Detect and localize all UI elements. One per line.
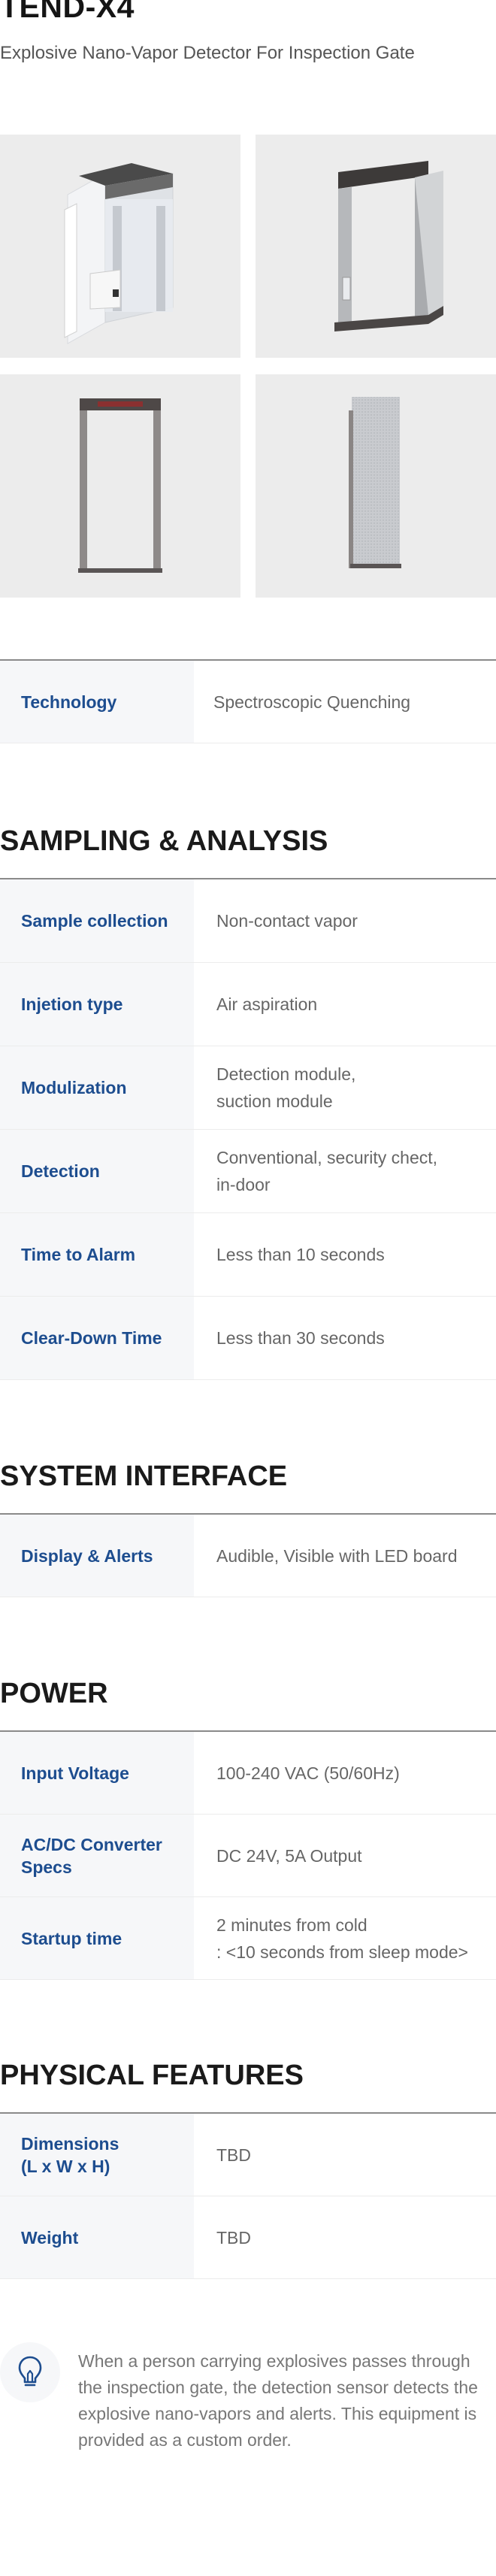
spec-value: 2 minutes from cold : <10 seconds from s…: [216, 1915, 468, 1962]
product-image-open-frame[interactable]: [256, 135, 496, 358]
spec-value: Non-contact vapor: [216, 911, 358, 931]
spec-value: TBD: [216, 2145, 251, 2165]
product-page: TEND-X4 Explosive Nano-Vapor Detector Fo…: [0, 0, 496, 2453]
table-row: Technology Spectroscopic Quenching: [0, 661, 496, 743]
spec-label: Startup time: [0, 1897, 194, 1979]
table-row: Detection Conventional, security chect, …: [0, 1130, 496, 1213]
table-row: Clear-Down Time Less than 30 seconds: [0, 1297, 496, 1380]
table-row: Startup time 2 minutes from cold : <10 s…: [0, 1897, 496, 1980]
spec-label: Injetion type: [0, 963, 194, 1046]
gate-illustration-4: [349, 397, 401, 568]
table-row: Time to Alarm Less than 10 seconds: [0, 1213, 496, 1297]
spec-label: Sample collection: [0, 879, 194, 962]
spec-label: Time to Alarm: [0, 1213, 194, 1296]
product-gallery: [0, 135, 496, 598]
table-row: Weight TBD: [0, 2196, 496, 2279]
gate-illustration-2: [334, 161, 443, 331]
spec-label: Clear-Down Time: [0, 1297, 194, 1379]
table-row: Injetion type Air aspiration: [0, 963, 496, 1046]
section-title-power: POWER: [0, 1678, 108, 1709]
product-image-isometric-glass[interactable]: [0, 135, 240, 358]
spec-label: Modulization: [0, 1046, 194, 1129]
power-table: Input Voltage 100-240 VAC (50/60Hz) AC/D…: [0, 1730, 496, 1980]
table-row: Dimensions (L x W x H) TBD: [0, 2114, 496, 2196]
lightbulb-icon: [0, 2342, 60, 2402]
spec-value: Air aspiration: [216, 994, 318, 1014]
spec-label: Technology: [0, 661, 194, 743]
gate-illustration-3: [78, 398, 162, 573]
spec-label: Input Voltage: [0, 1732, 194, 1814]
sampling-table: Sample collection Non-contact vapor Inje…: [0, 878, 496, 1380]
spec-value: TBD: [216, 2227, 251, 2248]
section-title-system-interface: SYSTEM INTERFACE: [0, 1461, 288, 1492]
section-title-sampling: SAMPLING & ANALYSIS: [0, 825, 328, 857]
spec-value: Audible, Visible with LED board: [216, 1545, 458, 1566]
spec-value: Less than 10 seconds: [216, 1245, 385, 1264]
gate-illustration-1: [64, 163, 174, 344]
section-title-physical-features: PHYSICAL FEATURES: [0, 2060, 304, 2091]
product-subtitle: Explosive Nano-Vapor Detector For Inspec…: [0, 43, 415, 63]
spec-label: Display & Alerts: [0, 1515, 194, 1597]
spec-value: Detection module, suction module: [216, 1064, 356, 1111]
spec-value: Spectroscopic Quenching: [213, 692, 411, 712]
table-row: Modulization Detection module, suction m…: [0, 1046, 496, 1130]
system-interface-table: Display & Alerts Audible, Visible with L…: [0, 1513, 496, 1597]
product-image-side[interactable]: [256, 374, 496, 598]
table-row: Sample collection Non-contact vapor: [0, 879, 496, 963]
spec-value: Conventional, security chect, in-door: [216, 1148, 438, 1194]
product-note: When a person carrying explosives passes…: [0, 2342, 496, 2453]
physical-features-table: Dimensions (L x W x H) TBD Weight TBD: [0, 2112, 496, 2279]
note-text: When a person carrying explosives passes…: [78, 2351, 478, 2450]
table-row: AC/DC Converter Specs DC 24V, 5A Output: [0, 1815, 496, 1897]
product-title: TEND-X4: [0, 0, 135, 24]
spec-label: Dimensions (L x W x H): [0, 2114, 194, 2196]
spec-value: 100-240 VAC (50/60Hz): [216, 1763, 400, 1783]
spec-label: AC/DC Converter Specs: [0, 1815, 194, 1896]
overview-table: Technology Spectroscopic Quenching: [0, 659, 496, 743]
table-row: Input Voltage 100-240 VAC (50/60Hz): [0, 1732, 496, 1815]
table-row: Display & Alerts Audible, Visible with L…: [0, 1515, 496, 1597]
spec-label: Weight: [0, 2196, 194, 2278]
spec-label: Detection: [0, 1130, 194, 1212]
spec-value: Less than 30 seconds: [216, 1328, 385, 1348]
product-image-front[interactable]: [0, 374, 240, 598]
spec-value: DC 24V, 5A Output: [216, 1845, 362, 1866]
